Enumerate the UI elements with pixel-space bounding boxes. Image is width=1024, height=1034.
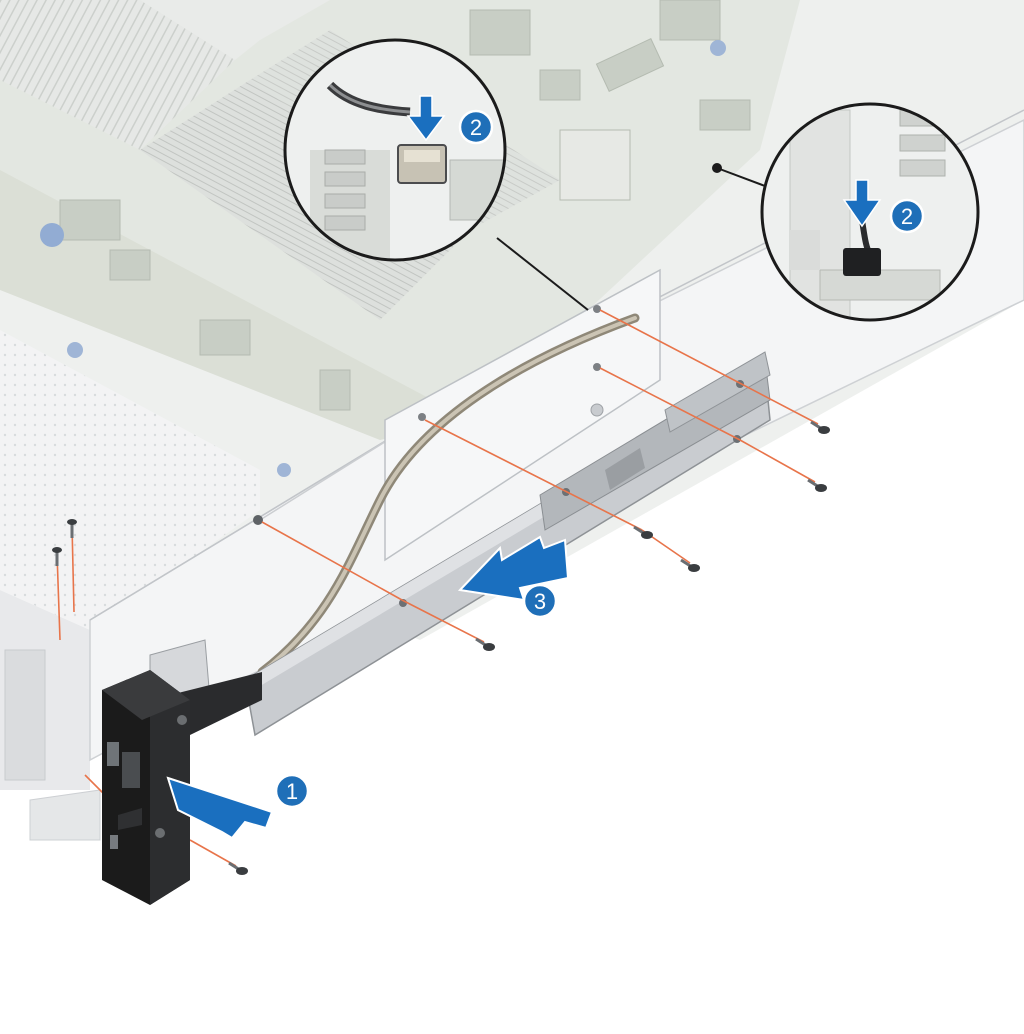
screws — [52, 420, 830, 875]
screw-icon — [475, 637, 495, 651]
touchpoint — [67, 342, 83, 358]
step-number: 1 — [286, 779, 298, 804]
arrow-right-icon — [166, 776, 274, 840]
control-panel-assembly[interactable] — [102, 639, 262, 905]
touchpoint — [710, 40, 726, 56]
push-arrow — [166, 776, 274, 840]
micro-usb-port — [110, 835, 118, 849]
step-number: 2 — [901, 204, 913, 229]
connector-icon — [843, 248, 881, 276]
usb-port — [107, 742, 119, 766]
touchpoint — [277, 463, 291, 477]
step-badge-3: 3 — [522, 583, 558, 619]
zoom-callout-right — [712, 102, 980, 322]
screw-icon — [633, 525, 653, 539]
drive-cage — [0, 330, 260, 630]
slide-arrow — [457, 535, 570, 602]
arrow-left-icon — [457, 535, 570, 602]
front-bracket — [29, 789, 101, 841]
screw-icon — [228, 861, 248, 875]
touchpoint — [40, 223, 64, 247]
step-badge-2-left: 2 — [458, 109, 494, 145]
zoom-callout-left — [283, 38, 589, 311]
screw-icon — [810, 420, 830, 434]
heatsink — [0, 0, 235, 150]
arrow-down-icon — [842, 179, 882, 228]
screw-icon — [52, 547, 62, 566]
screw-guides — [56, 309, 819, 867]
connector-icon — [397, 144, 447, 184]
cable-cover-rail[interactable] — [244, 351, 771, 737]
drive-bay — [4, 649, 46, 781]
side-wall-plate — [253, 268, 661, 677]
vga-port — [122, 752, 140, 788]
step-number: 2 — [470, 115, 482, 140]
step-badge-2-right: 2 — [889, 198, 925, 234]
screw-icon — [680, 558, 700, 572]
screw-icon — [807, 478, 827, 492]
id-button — [177, 715, 187, 725]
board-components — [59, 0, 751, 411]
arrow-down-icon — [406, 95, 446, 142]
screw-icon — [67, 519, 77, 538]
step-number: 3 — [534, 589, 546, 614]
step-badge-1: 1 — [274, 773, 310, 809]
